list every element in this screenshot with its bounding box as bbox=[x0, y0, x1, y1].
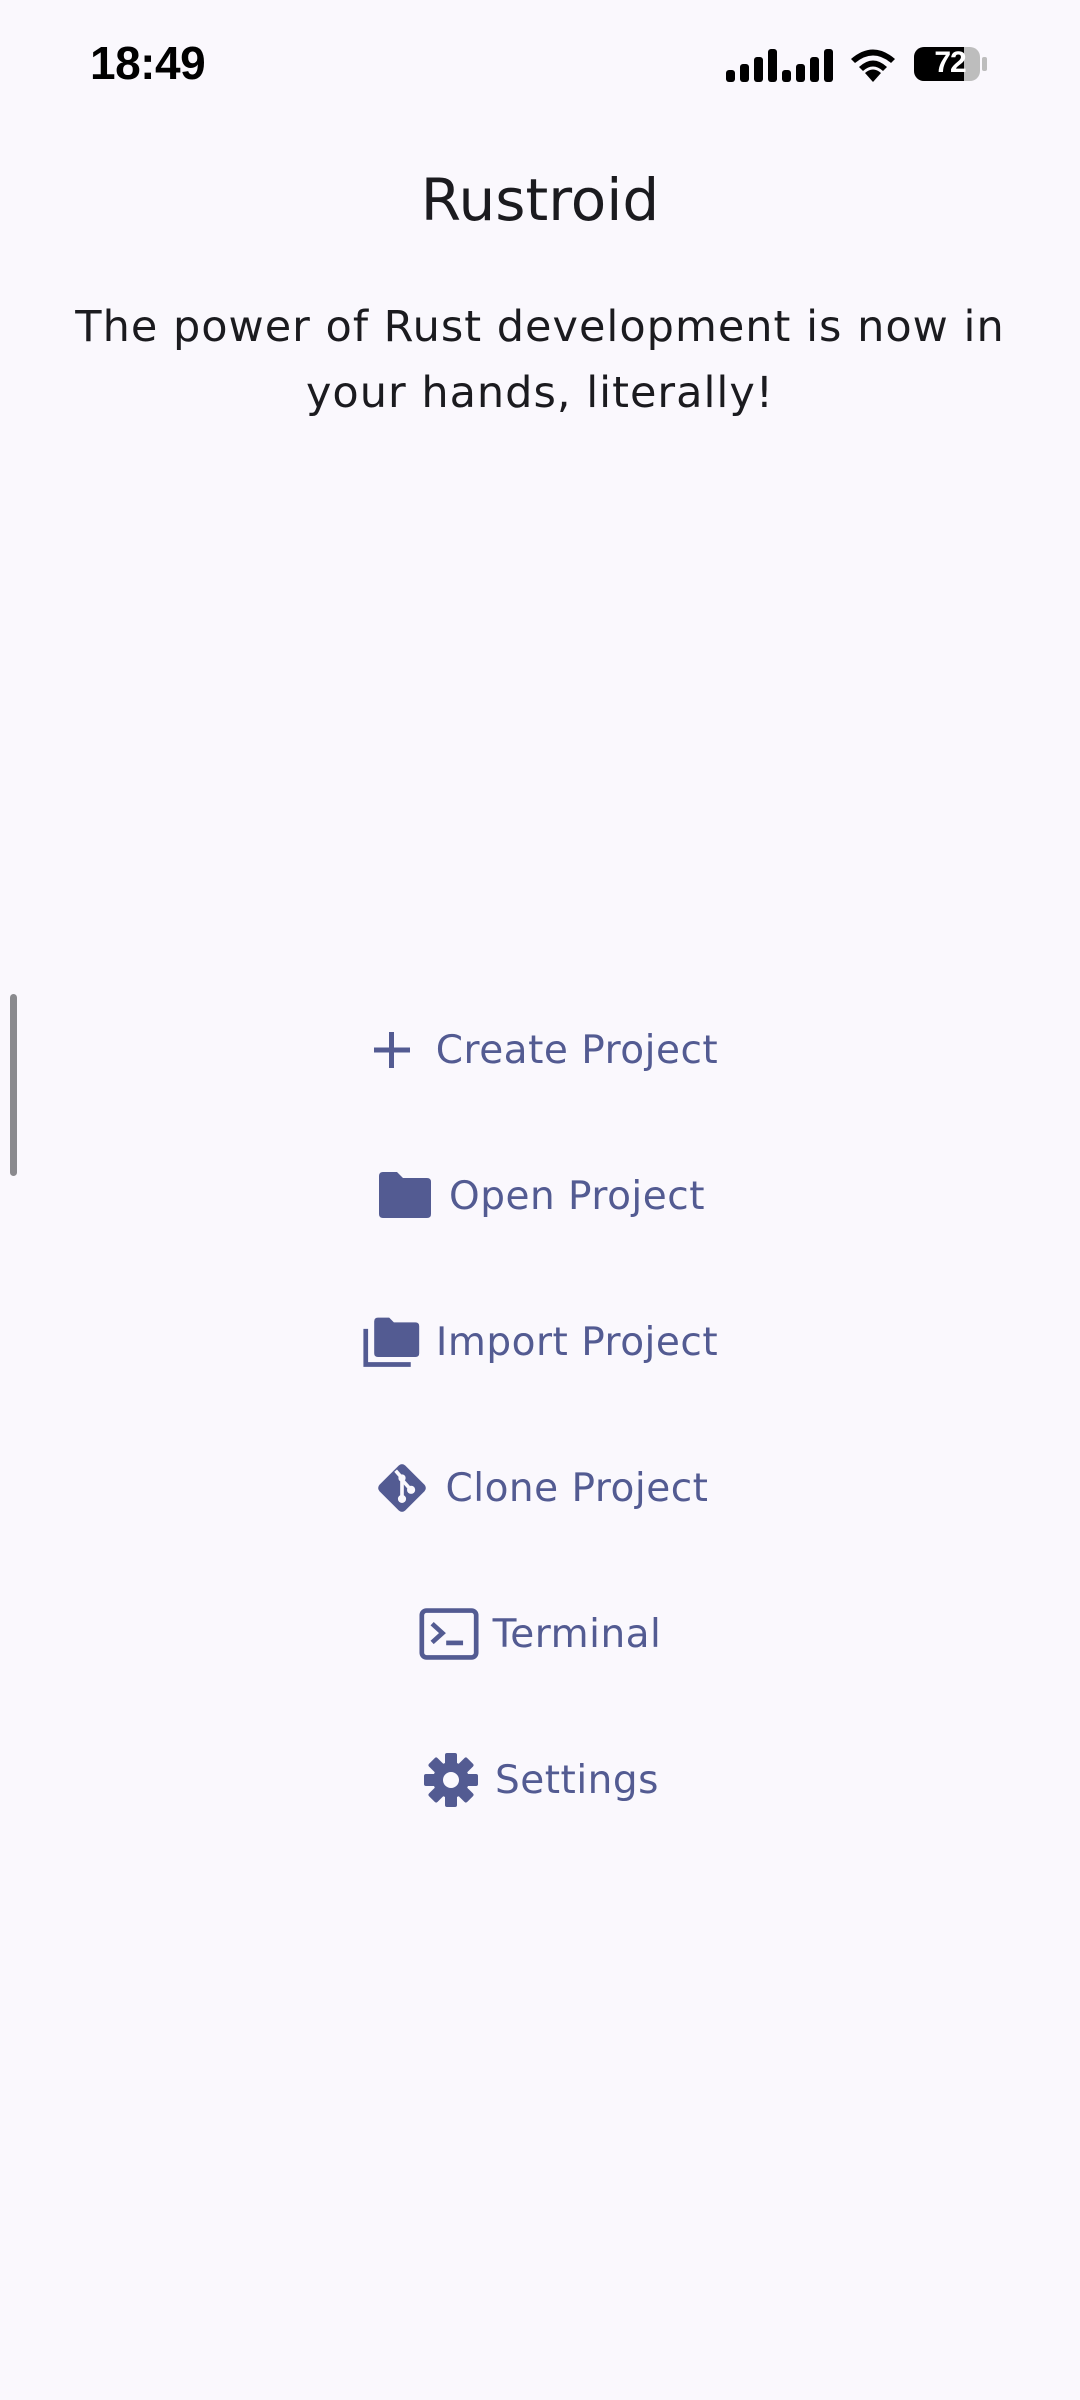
scrollbar[interactable] bbox=[10, 994, 17, 1176]
open-project-button[interactable]: Open Project bbox=[0, 1136, 1080, 1256]
battery-level: 72 bbox=[934, 46, 966, 79]
terminal-label: Terminal bbox=[492, 1611, 662, 1657]
folder-copy-icon bbox=[362, 1312, 422, 1372]
status-icons: 72 bbox=[724, 44, 990, 84]
open-project-label: Open Project bbox=[449, 1173, 705, 1219]
status-bar: 18:49 72 bbox=[0, 0, 1080, 130]
create-project-button[interactable]: Create Project bbox=[0, 990, 1080, 1110]
terminal-button[interactable]: Terminal bbox=[0, 1574, 1080, 1694]
battery-icon bbox=[914, 47, 987, 81]
settings-button[interactable]: Settings bbox=[0, 1720, 1080, 1840]
import-project-button[interactable]: Import Project bbox=[0, 1282, 1080, 1402]
cellular-signal-icon bbox=[726, 49, 833, 82]
git-icon bbox=[372, 1458, 432, 1518]
import-project-label: Import Project bbox=[435, 1319, 719, 1365]
clone-project-label: Clone Project bbox=[445, 1465, 709, 1511]
clone-project-button[interactable]: Clone Project bbox=[0, 1428, 1080, 1548]
app-title: Rustroid bbox=[420, 166, 660, 234]
status-time: 18:49 bbox=[90, 37, 206, 89]
wifi-icon bbox=[851, 49, 895, 82]
app-subtitle: The power of Rust development is now in … bbox=[75, 302, 1005, 418]
gear-icon bbox=[421, 1750, 481, 1810]
plus-icon bbox=[362, 1020, 422, 1080]
settings-label: Settings bbox=[495, 1757, 659, 1803]
create-project-label: Create Project bbox=[435, 1027, 719, 1073]
folder-icon bbox=[375, 1166, 435, 1226]
terminal-icon bbox=[419, 1604, 479, 1664]
